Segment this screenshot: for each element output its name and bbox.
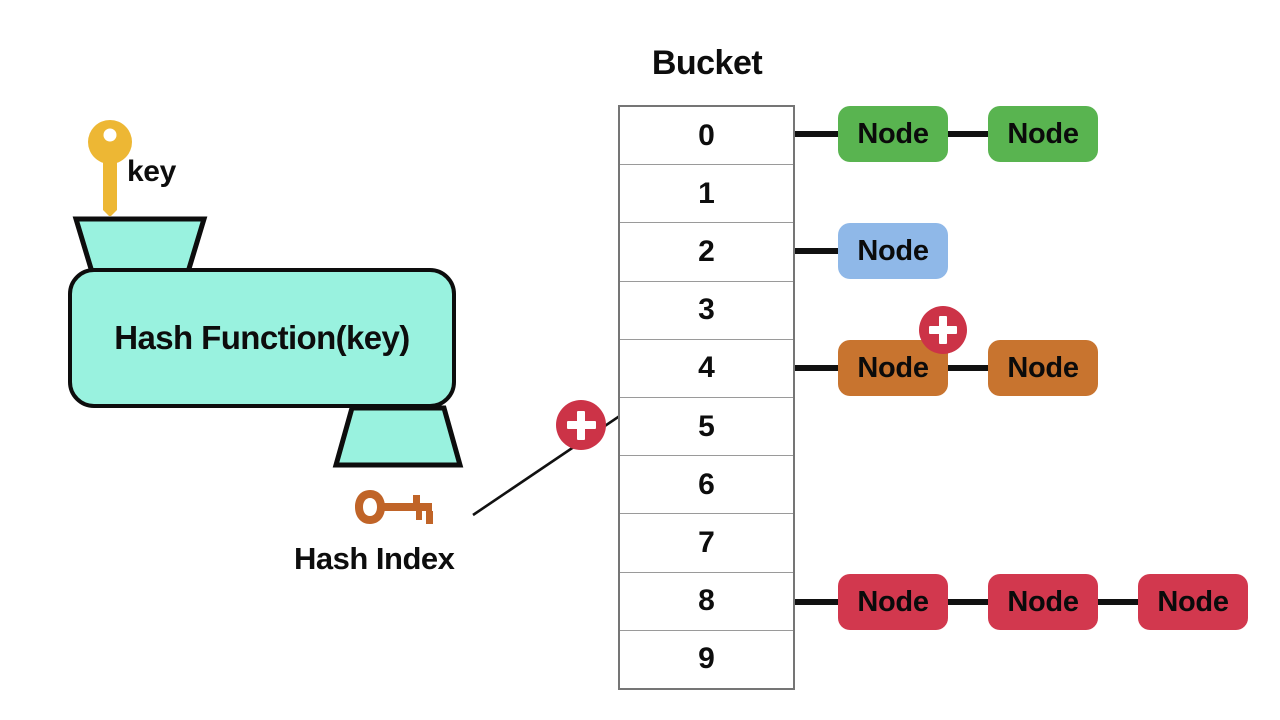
hash-index-label: Hash Index — [294, 541, 455, 576]
bucket-table: 0 1 2 3 4 5 6 7 8 9 — [618, 105, 795, 690]
bucket-index-label: 4 — [698, 351, 715, 385]
arrow-plus-badge-icon[interactable] — [556, 400, 606, 450]
key-label: key — [127, 155, 176, 188]
bucket-row-6[interactable]: 6 — [620, 456, 793, 515]
bucket-index-label: 6 — [698, 467, 715, 501]
bucket-index-label: 1 — [698, 176, 715, 210]
chain-bucket-8: Node Node Node — [795, 573, 1248, 632]
chain-link — [948, 131, 988, 138]
bucket-row-0[interactable]: 0 — [620, 107, 793, 166]
bucket-index-label: 2 — [698, 235, 715, 268]
bucket-index-label: 9 — [698, 642, 715, 676]
bucket-row-1[interactable]: 1 — [620, 165, 793, 224]
bucket-row-9[interactable]: 9 — [620, 630, 793, 689]
node-box[interactable]: Node — [838, 574, 948, 631]
node-label: Node — [1007, 351, 1079, 384]
node-label: Node — [1007, 585, 1079, 618]
bucket-index-label: 5 — [698, 409, 715, 443]
hash-function-label: Hash Function(key) — [114, 319, 410, 356]
bucket-row-5[interactable]: 5 — [620, 398, 793, 457]
hash-function-box: Hash Function(key) — [68, 268, 456, 408]
node-box[interactable]: Node — [988, 106, 1098, 163]
node-label: Node — [1007, 117, 1079, 150]
orange-key-icon — [352, 486, 436, 533]
node-label: Node — [1157, 585, 1229, 618]
chain-link — [1098, 599, 1138, 606]
bucket-row-8[interactable]: 8 — [620, 572, 793, 631]
node-label: Node — [857, 117, 929, 150]
chain-bucket-4: Node Node — [795, 339, 1098, 398]
yellow-key-icon — [88, 118, 132, 221]
bucket-row-2[interactable]: 2 — [620, 223, 793, 282]
bucket-index-label: 3 — [698, 293, 715, 327]
bucket-row-4[interactable]: 4 — [620, 339, 793, 399]
chain-bucket-0: Node Node — [795, 105, 1098, 164]
funnel-bottom-shape — [330, 404, 466, 475]
bucket-index-label: 8 — [698, 584, 715, 618]
node-box[interactable]: Node — [988, 340, 1098, 397]
bucket-header-label: Bucket — [651, 44, 763, 82]
bucket-row-3[interactable]: 3 — [620, 281, 793, 340]
node-box[interactable]: Node — [1138, 574, 1248, 631]
node-label: Node — [857, 585, 929, 618]
node-plus-badge-icon[interactable] — [919, 306, 967, 354]
chain-bucket-2: Node — [795, 222, 948, 281]
chain-stub — [795, 599, 838, 606]
node-label: Node — [857, 351, 929, 384]
bucket-index-label: 0 — [698, 118, 715, 152]
node-box[interactable]: Node — [838, 106, 948, 163]
chain-stub — [795, 248, 838, 255]
bucket-index-label: 7 — [698, 526, 715, 560]
chain-stub — [795, 131, 838, 138]
node-label: Node — [857, 234, 929, 267]
chain-link — [948, 365, 988, 372]
node-box[interactable]: Node — [988, 574, 1098, 631]
bucket-row-7[interactable]: 7 — [620, 514, 793, 573]
plus-vertical-bar — [577, 410, 585, 440]
chain-stub — [795, 365, 838, 372]
plus-vertical-bar — [939, 316, 947, 344]
chain-link — [948, 599, 988, 606]
node-box[interactable]: Node — [838, 223, 948, 280]
